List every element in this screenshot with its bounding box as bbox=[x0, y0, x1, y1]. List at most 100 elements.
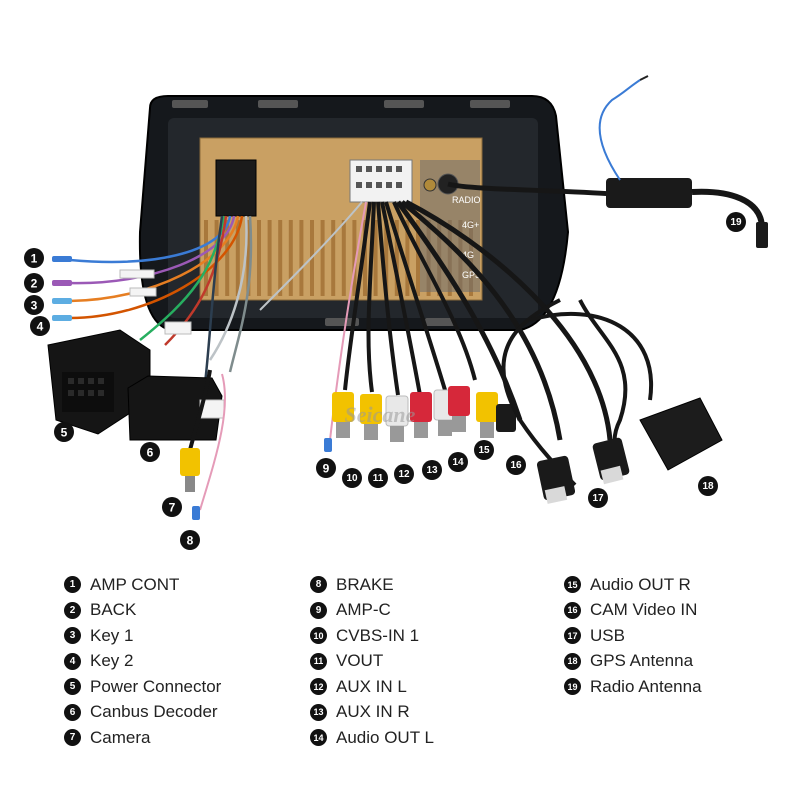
legend-item: 4 Key 2 bbox=[64, 649, 221, 675]
legend-item: 14 Audio OUT L bbox=[310, 725, 434, 751]
legend-label: Power Connector bbox=[90, 676, 222, 696]
callout-19: 19 bbox=[726, 212, 746, 232]
callout-number: 6 bbox=[147, 446, 154, 460]
gps-port-label: GPS bbox=[462, 270, 481, 280]
legend-item: 8 BRAKE bbox=[310, 572, 434, 598]
main-connector bbox=[215, 159, 257, 217]
callout-8: 8 bbox=[180, 530, 200, 550]
legend-number-badge: 3 bbox=[64, 627, 81, 645]
callout-number: 13 bbox=[426, 465, 438, 476]
legend-item: 15 Audio OUT R bbox=[564, 572, 702, 598]
callout-11: 11 bbox=[368, 468, 388, 488]
legend-label: GPS Antenna bbox=[590, 651, 694, 671]
legend-number-badge: 13 bbox=[310, 703, 327, 721]
callout-3: 3 bbox=[24, 295, 44, 315]
legend-number-badge: 19 bbox=[564, 678, 581, 696]
legend-number-badge: 6 bbox=[64, 703, 81, 721]
callout-13: 13 bbox=[422, 460, 442, 480]
legend-number-badge: 17 bbox=[564, 627, 581, 645]
legend-label: USB bbox=[590, 625, 625, 645]
callout-number: 11 bbox=[373, 473, 384, 484]
callout-number: 2 bbox=[31, 277, 38, 291]
callout-number: 14 bbox=[452, 457, 464, 468]
callout-number: 8 bbox=[187, 534, 194, 548]
callout-number: 15 bbox=[478, 445, 490, 456]
legend-item: 11 VOUT bbox=[310, 649, 434, 675]
callout-6: 6 bbox=[140, 442, 160, 462]
legend-number-badge: 8 bbox=[310, 576, 327, 594]
legend-item: 3 Key 1 bbox=[64, 623, 221, 649]
callout-number: 19 bbox=[730, 217, 742, 228]
center-harness bbox=[259, 199, 613, 441]
gps-antenna bbox=[529, 311, 723, 471]
legend-number-badge: 11 bbox=[310, 652, 327, 670]
lte-port-label: 4G+ bbox=[462, 220, 479, 230]
callout-12: 12 bbox=[394, 464, 414, 484]
callout-number: 17 bbox=[592, 493, 604, 504]
callout-4: 4 bbox=[30, 316, 50, 336]
legend-item: 5 Power Connector bbox=[64, 674, 221, 700]
legend-number-badge: 18 bbox=[564, 652, 581, 670]
callout-15: 15 bbox=[474, 440, 494, 460]
legend-number-badge: 9 bbox=[310, 601, 327, 619]
wiring-diagram: RADIO 4G+ 4G GPS bbox=[24, 75, 768, 550]
legend-label: Camera bbox=[90, 727, 151, 747]
legend-label: Audio OUT R bbox=[590, 574, 691, 594]
legend-label: BRAKE bbox=[336, 574, 394, 594]
legend-label: Key 2 bbox=[90, 651, 134, 671]
legend-label: AUX IN L bbox=[336, 676, 407, 696]
legend-number-badge: 12 bbox=[310, 678, 327, 696]
callout-number: 5 bbox=[61, 426, 68, 440]
left-harness bbox=[69, 215, 253, 421]
callout-number: 16 bbox=[510, 460, 522, 471]
callout-5: 5 bbox=[54, 422, 74, 442]
legend-number-badge: 10 bbox=[310, 627, 327, 645]
legend-number-badge: 5 bbox=[64, 678, 81, 696]
power-connector bbox=[47, 329, 151, 435]
legend-item: 19 Radio Antenna bbox=[564, 674, 702, 700]
callout-number: 7 bbox=[169, 501, 176, 515]
legend-label: Radio Antenna bbox=[590, 676, 702, 696]
callout-9: 9 bbox=[316, 458, 336, 478]
canbus-decoder bbox=[127, 375, 225, 441]
callout-16: 16 bbox=[506, 455, 526, 475]
callout-number: 1 bbox=[31, 252, 38, 266]
brand-watermark: Seicane bbox=[345, 402, 416, 427]
legend-item: 17 USB bbox=[564, 623, 702, 649]
legend-item: 12 AUX IN L bbox=[310, 674, 434, 700]
legend-number-badge: 7 bbox=[64, 729, 81, 747]
callout-number: 3 bbox=[31, 299, 38, 313]
callout-14: 14 bbox=[448, 452, 468, 472]
legend-label: BACK bbox=[90, 600, 137, 620]
callout-10: 10 bbox=[342, 468, 362, 488]
callout-number: 10 bbox=[346, 473, 358, 484]
legend-label: Audio OUT L bbox=[336, 727, 434, 747]
radio-antenna-port bbox=[423, 178, 437, 192]
legend-item: 13 AUX IN R bbox=[310, 700, 434, 726]
radio-port-label: RADIO bbox=[452, 195, 481, 205]
legend-label: Canbus Decoder bbox=[90, 702, 218, 722]
callout-number: 12 bbox=[398, 469, 410, 480]
legend-label: AMP-C bbox=[336, 600, 391, 620]
legend-label: AUX IN R bbox=[336, 702, 410, 722]
legend-number-badge: 14 bbox=[310, 729, 327, 747]
legend-number-badge: 15 bbox=[564, 576, 581, 594]
legend-label: CVBS-IN 1 bbox=[336, 625, 420, 645]
callout-number: 4 bbox=[37, 320, 44, 334]
legend-item: 7 Camera bbox=[64, 725, 221, 751]
rca-connectors bbox=[324, 386, 516, 452]
legend-number-badge: 4 bbox=[64, 652, 81, 670]
callout-number: 9 bbox=[323, 462, 330, 476]
legend-label: VOUT bbox=[336, 651, 384, 671]
legend-label: Key 1 bbox=[90, 625, 134, 645]
callout-17: 17 bbox=[588, 488, 608, 508]
callout-18: 18 bbox=[698, 476, 718, 496]
